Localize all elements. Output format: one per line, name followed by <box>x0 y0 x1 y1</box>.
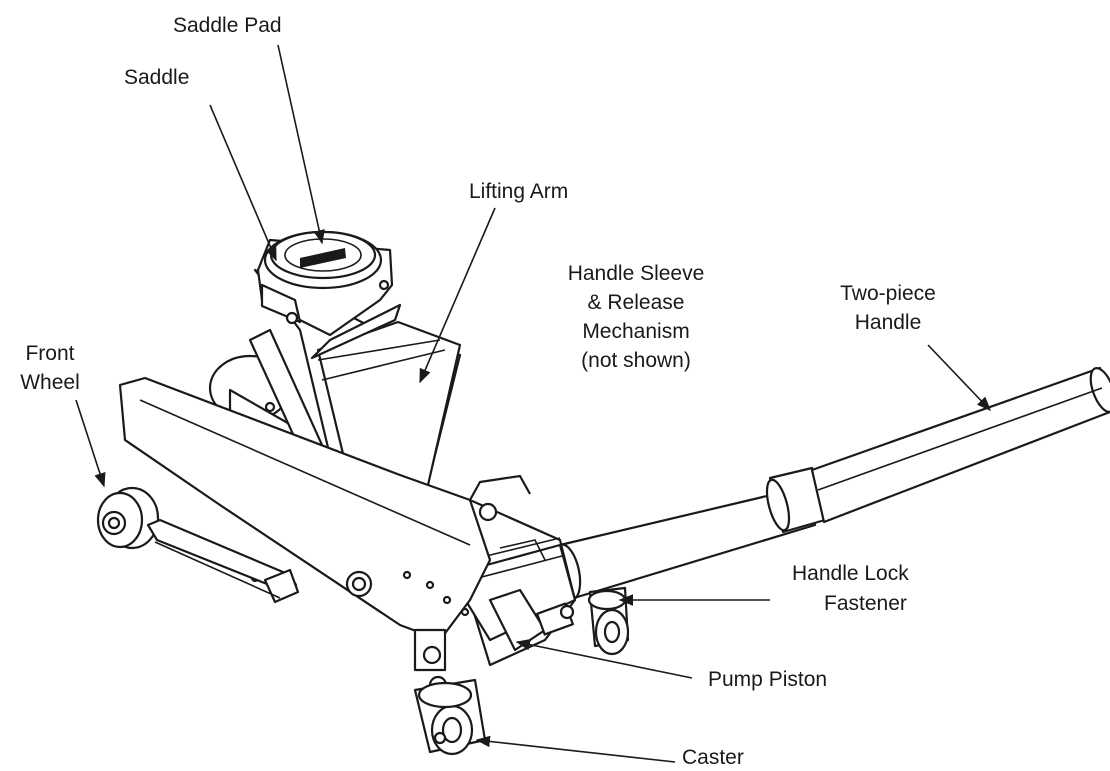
label-caster: Caster <box>682 746 744 769</box>
front-wheel <box>96 486 160 550</box>
label-handle-lock-fastener: Handle Lock Fastener <box>792 562 909 615</box>
leader-saddle-pad <box>277 44 325 245</box>
part-labels: Saddle Pad Saddle Lifting Arm Handle Sle… <box>20 14 936 769</box>
label-handle-sleeve-line-2: & Release <box>588 291 685 314</box>
label-two-piece-handle: Two-piece Handle <box>840 282 936 334</box>
label-lifting-arm: Lifting Arm <box>469 180 568 203</box>
rear-caster-right <box>587 586 630 656</box>
label-saddle-pad: Saddle Pad <box>173 14 282 37</box>
label-handle-sleeve-line-1: Handle Sleeve <box>568 262 705 285</box>
leader-lifting-arm <box>419 207 496 384</box>
label-front-wheel-line-2: Wheel <box>20 371 80 394</box>
leader-front-wheel <box>75 399 106 488</box>
label-handle-sleeve-line-4: (not shown) <box>581 349 691 372</box>
label-two-piece-handle-line-1: Two-piece <box>840 282 936 305</box>
leader-saddle <box>209 104 277 262</box>
saddle-assembly <box>256 230 394 337</box>
leader-lines <box>75 44 991 763</box>
leader-two-piece-handle <box>927 344 991 412</box>
label-two-piece-handle-line-2: Handle <box>855 311 922 334</box>
leader-caster <box>475 735 676 763</box>
label-front-wheel: Front Wheel <box>20 342 80 394</box>
label-saddle: Saddle <box>124 66 189 89</box>
label-handle-sleeve-release: Handle Sleeve & Release Mechanism (not s… <box>568 262 705 372</box>
floor-jack-illustration <box>96 230 1110 756</box>
label-pump-piston: Pump Piston <box>708 668 827 691</box>
carry-handle <box>146 518 300 604</box>
front-caster <box>413 678 487 756</box>
label-handle-lock-line-2: Fastener <box>824 592 907 615</box>
label-front-wheel-line-1: Front <box>25 342 74 365</box>
leader-pump-piston <box>515 638 693 679</box>
label-handle-sleeve-line-3: Mechanism <box>582 320 689 343</box>
label-handle-lock-line-1: Handle Lock <box>792 562 909 585</box>
